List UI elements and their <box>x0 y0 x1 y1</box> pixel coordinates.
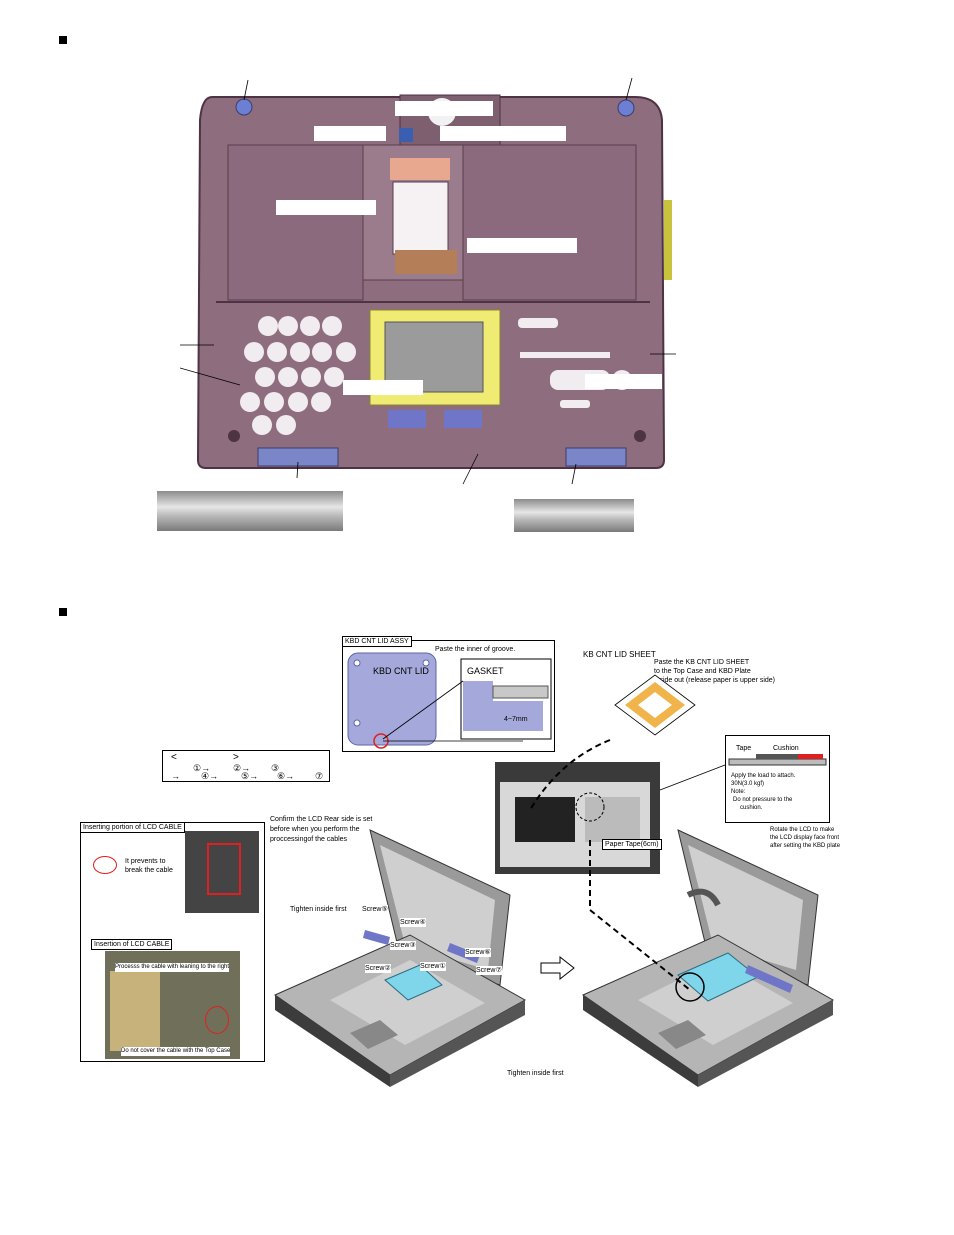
seq-step-6: ⑥→ <box>277 771 295 781</box>
insertion-title: Insertion of LCD CABLE <box>91 939 173 950</box>
portion-title: Inserting portion of LCD CABLE <box>80 822 185 833</box>
seq-step-2: ②→ <box>233 763 251 773</box>
callout-box <box>276 200 376 215</box>
seq-step-4: ④→ <box>201 771 219 781</box>
screw-3: Screw③ <box>390 941 416 950</box>
prevent-1: It prevents to <box>125 858 166 865</box>
red-circle-icon <box>93 856 117 874</box>
laptop-right <box>581 829 835 1087</box>
seq-step-1: ①→ <box>193 763 211 773</box>
laptop-left <box>273 829 527 1087</box>
seq-arrow: → <box>171 771 180 781</box>
sheet-note-3: inside out (release paper is upper side) <box>654 677 776 684</box>
cushion-label: Cushion <box>773 745 799 752</box>
screw-6: Screw⑥ <box>465 948 491 957</box>
tape-apply: Apply the load to attach. <box>731 773 796 779</box>
prevent-2: break the cable <box>125 867 173 874</box>
sheet-note-1: Paste the KB CNT LID SHEET <box>654 659 750 666</box>
seq-step-5: ⑤→ <box>241 771 259 781</box>
kbd-lid-label: KBD CNT LID <box>373 666 429 676</box>
rotate-1: Rotate the LCD to make <box>770 827 835 833</box>
screw-5: Screw⑤ <box>362 905 388 914</box>
callout-box <box>343 380 423 395</box>
kbd-box-title: KBD CNT LID ASSY <box>342 636 412 647</box>
tape-warn-1: Do not pressure to the <box>733 797 793 803</box>
screw-7: Screw⑦ <box>476 966 502 975</box>
cable-portion-photo <box>185 831 259 913</box>
next-step-arrow-icon <box>540 955 575 981</box>
screw-1: Screw① <box>420 962 446 971</box>
sheet-note-2: to the Top Case and KBD Plate <box>654 668 751 675</box>
dim-label: 4~7mm <box>504 716 528 723</box>
section-marker-2 <box>59 608 67 616</box>
process-label: Processs the cable with leaning to the r… <box>115 963 230 972</box>
confirm-2: before when you perform the <box>270 826 360 833</box>
seq-step-7: ⑦ <box>315 771 324 781</box>
callout-box <box>395 101 493 116</box>
screw-4: Screw④ <box>400 918 426 927</box>
callout-box <box>585 374 662 389</box>
confirm-3: proccessingof the cables <box>270 836 348 843</box>
callout-box <box>467 238 577 253</box>
tape-note: Note: <box>731 789 746 795</box>
tape-box: Tape Cushion Apply the load to attach. 3… <box>725 735 830 823</box>
callout-box <box>440 126 566 141</box>
kbd-box-instruction: Paste the inner of groove. <box>435 646 516 653</box>
sequence-box: < > ①→ ②→ ③ → ④→ ⑤→ ⑥→ ⑦ <box>162 750 330 782</box>
connector-photo-left <box>157 491 343 531</box>
confirm-1: Confirm the LCD Rear side is set <box>270 816 373 823</box>
tighten-top: Tighten inside first <box>290 906 347 913</box>
bottom-case-diagram <box>180 70 680 490</box>
seq-step-3: ③ <box>271 763 280 773</box>
connector-photo-right <box>514 499 634 532</box>
callout-box <box>314 126 386 141</box>
tighten-bottom: Tighten inside first <box>507 1070 564 1077</box>
sheet-drawing <box>614 674 696 736</box>
section-marker-1 <box>59 36 67 44</box>
tape-label: Tape <box>736 745 752 752</box>
kbd-cnt-lid-assy-box: KBD CNT LID ASSY Paste the inner of groo… <box>342 636 555 752</box>
sheet-title: KB CNT LID SHEET <box>583 650 656 659</box>
screw-2: Screw② <box>365 964 391 973</box>
seq-close: > <box>233 752 239 763</box>
tape-warn-2: cushion. <box>740 805 763 811</box>
seq-open: < <box>171 752 177 763</box>
rotate-3: after setting the KBD plate <box>770 843 841 849</box>
lcd-cable-box: Inserting portion of LCD CABLE It preven… <box>80 822 265 1062</box>
rotate-2: the LCD display face front <box>770 835 840 841</box>
tape-force: 30N(3.0 kgf) <box>731 781 765 787</box>
cover-label: Do not cover the cable with the Top Case <box>121 1047 231 1056</box>
gasket-label: GASKET <box>467 666 504 676</box>
